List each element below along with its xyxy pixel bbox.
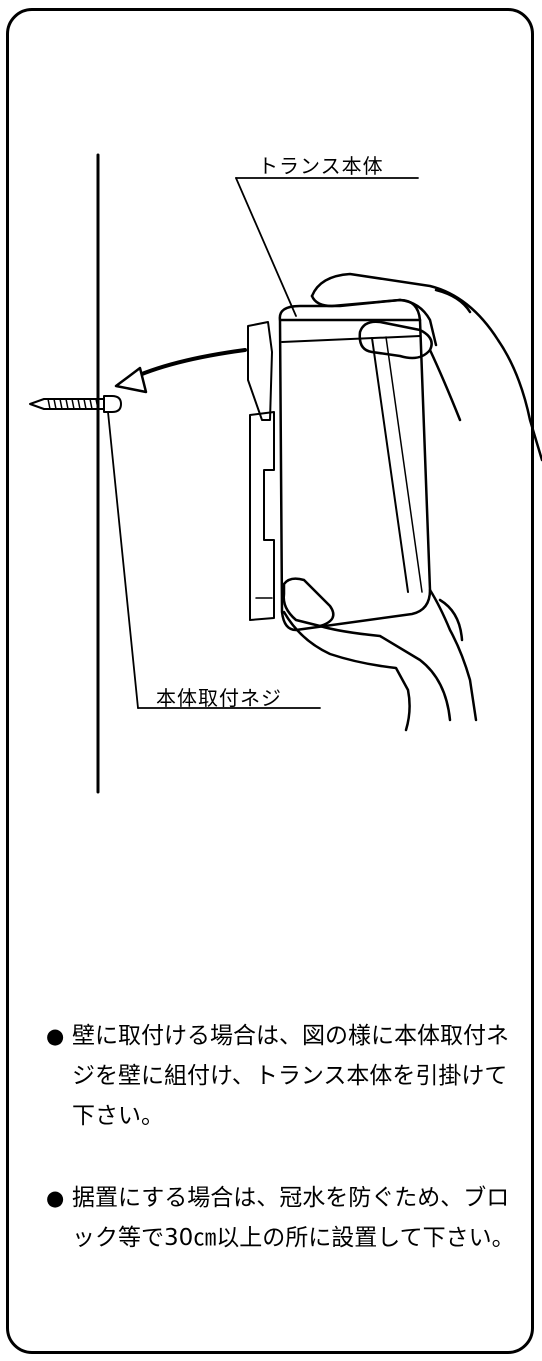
transformer-body (247, 298, 432, 632)
bullet-icon: ● (46, 1186, 65, 1210)
mounting-screw-label: 本体取付ネジ (156, 686, 282, 710)
curved-arrow-icon (114, 348, 247, 394)
screw-icon (29, 395, 122, 413)
note-floor-placement: ● 据置にする場合は、冠水を防ぐため、ブロック等で30㎝以上の所に設置して下さい… (46, 1178, 526, 1258)
note-wall-mounting: ● 壁に取付ける場合は、図の様に本体取付ネジを壁に組付け、トランス本体を引掛けて… (46, 1016, 526, 1136)
bullet-icon: ● (46, 1024, 65, 1048)
page-frame (6, 8, 534, 1354)
transformer-callout-leader (235, 177, 419, 317)
note-text: 壁に取付ける場合は、図の様に本体取付ネジを壁に組付け、トランス本体を引掛けて下さ… (72, 1023, 509, 1129)
transformer-body-label: トランス本体 (258, 154, 384, 178)
note-text: 据置にする場合は、冠水を防ぐため、ブロック等で30㎝以上の所に設置して下さい。 (72, 1185, 515, 1251)
upper-hand-icon (310, 272, 542, 462)
lower-hand-icon (282, 577, 478, 732)
screw-callout-leader (107, 411, 321, 709)
